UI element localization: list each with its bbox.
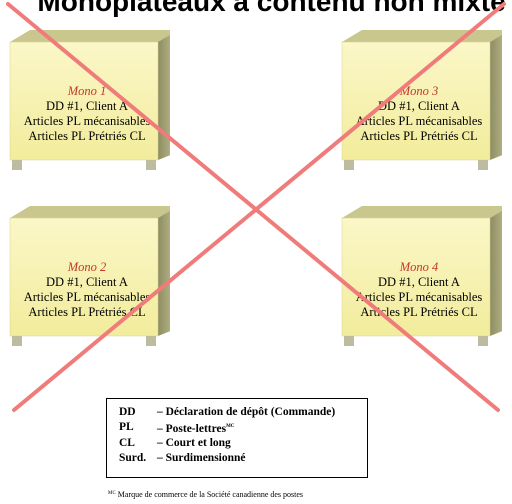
- legend-row: DD – Déclaration de dépôt (Commande): [119, 405, 367, 420]
- pallet-line: Articles PL mécanisables: [23, 114, 151, 128]
- legend-row: PL – Poste-lettresMC: [119, 420, 367, 437]
- pallet-line: DD #1, Client A: [46, 275, 128, 289]
- pallet-label: Mono 3: [399, 84, 439, 98]
- legend-definition: – Court et long: [157, 437, 231, 449]
- pallet-line: DD #1, Client A: [46, 99, 128, 113]
- pallet-mono-3: Mono 3 DD #1, Client A Articles PL mécan…: [332, 20, 502, 170]
- legend-abbr: Surd.: [119, 451, 147, 464]
- pallet-line: Articles PL mécanisables: [355, 114, 483, 128]
- legend-row: Surd. – Surdimensionné: [119, 451, 367, 466]
- legend-definition: – Déclaration de dépôt (Commande): [157, 406, 336, 418]
- pallet-line: DD #1, Client A: [378, 275, 460, 289]
- pallet-line: Articles PL Prétriés CL: [360, 305, 478, 319]
- abbreviation-legend: DD – Déclaration de dépôt (Commande) PL …: [106, 398, 368, 478]
- trademark-footnote: MC Marque de commerce de la Société cana…: [108, 490, 303, 499]
- pallet-mono-1: Mono 1 DD #1, Client A Articles PL mécan…: [0, 20, 170, 170]
- trademark-mark: MC: [226, 423, 235, 429]
- footnote-text: Marque de commerce de la Société canadie…: [115, 490, 304, 499]
- legend-definition: – Surdimensionné: [157, 451, 246, 464]
- pallet-label: Mono 2: [67, 260, 107, 274]
- pallet-mono-2: Mono 2 DD #1, Client A Articles PL mécan…: [0, 196, 170, 346]
- pallet-line: Articles PL Prétriés CL: [28, 305, 146, 319]
- pallet-label: Mono 1: [67, 84, 107, 98]
- legend-definition-text: – Poste-lettres: [157, 422, 227, 435]
- pallet-line: Articles PL mécanisables: [355, 290, 483, 304]
- footnote-mark: MC: [108, 491, 116, 496]
- pallet-line: DD #1, Client A: [378, 99, 460, 113]
- pallet-line: Articles PL mécanisables: [23, 290, 151, 304]
- diagram-title: Monoplateaux à contenu non mixte: [6, 0, 506, 17]
- legend-abbr: DD: [119, 406, 136, 418]
- legend-abbr: PL: [119, 420, 134, 433]
- pallet-label: Mono 4: [399, 260, 439, 274]
- pallet-line: Articles PL Prétriés CL: [28, 129, 146, 143]
- legend-row: CL – Court et long: [119, 436, 367, 451]
- pallet-line: Articles PL Prétriés CL: [360, 129, 478, 143]
- legend-abbr: CL: [119, 437, 135, 449]
- legend-definition: – Poste-lettresMC: [157, 420, 234, 437]
- pallet-mono-4: Mono 4 DD #1, Client A Articles PL mécan…: [332, 196, 502, 346]
